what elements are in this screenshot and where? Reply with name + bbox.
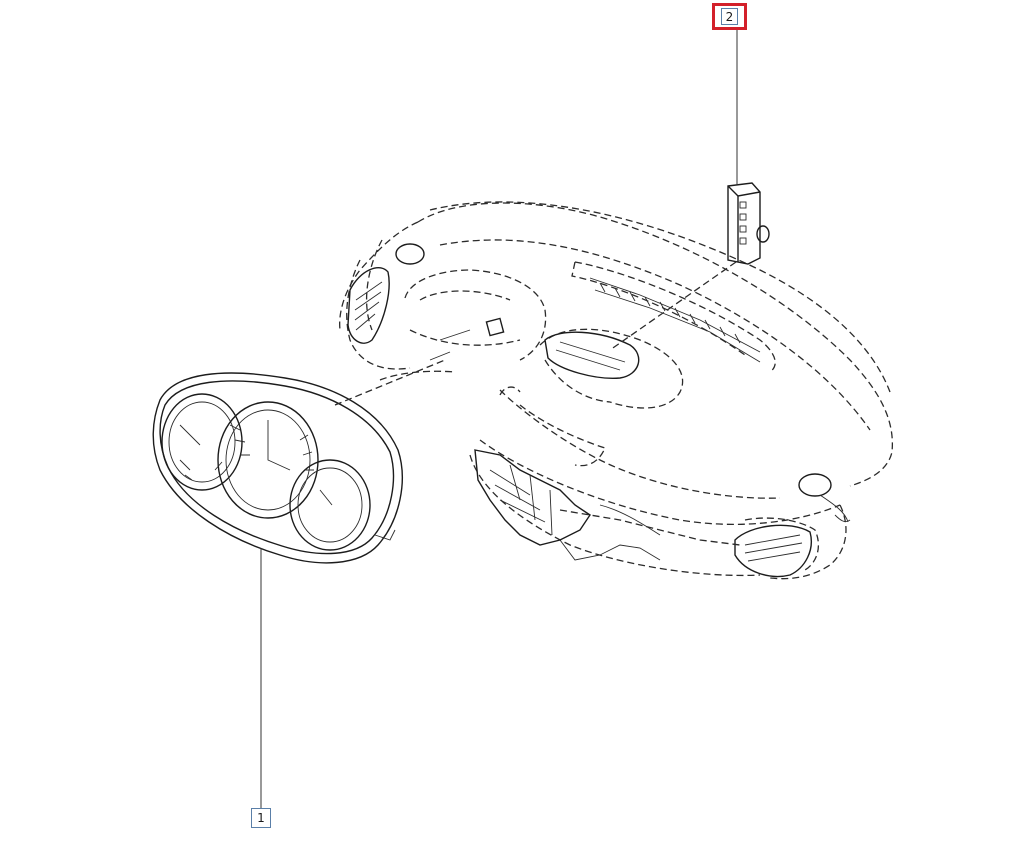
lower-mechanics	[474, 449, 851, 561]
switch-module	[727, 182, 770, 265]
callout-2-box: 2	[721, 8, 738, 25]
callout-2-highlighted[interactable]: 2	[712, 3, 747, 30]
dash-connector	[429, 317, 505, 361]
callout-1[interactable]: 1	[251, 808, 271, 828]
instrument-cluster	[152, 372, 403, 564]
callout-2-label: 2	[725, 9, 734, 24]
leader-lines	[260, 30, 738, 808]
callout-1-label: 1	[257, 811, 265, 825]
left-vent	[347, 267, 390, 344]
dashboard-outline	[339, 201, 894, 580]
speaker-right	[798, 473, 832, 497]
center-vents	[544, 277, 761, 379]
speaker-left	[395, 243, 425, 265]
right-vent	[734, 524, 812, 578]
